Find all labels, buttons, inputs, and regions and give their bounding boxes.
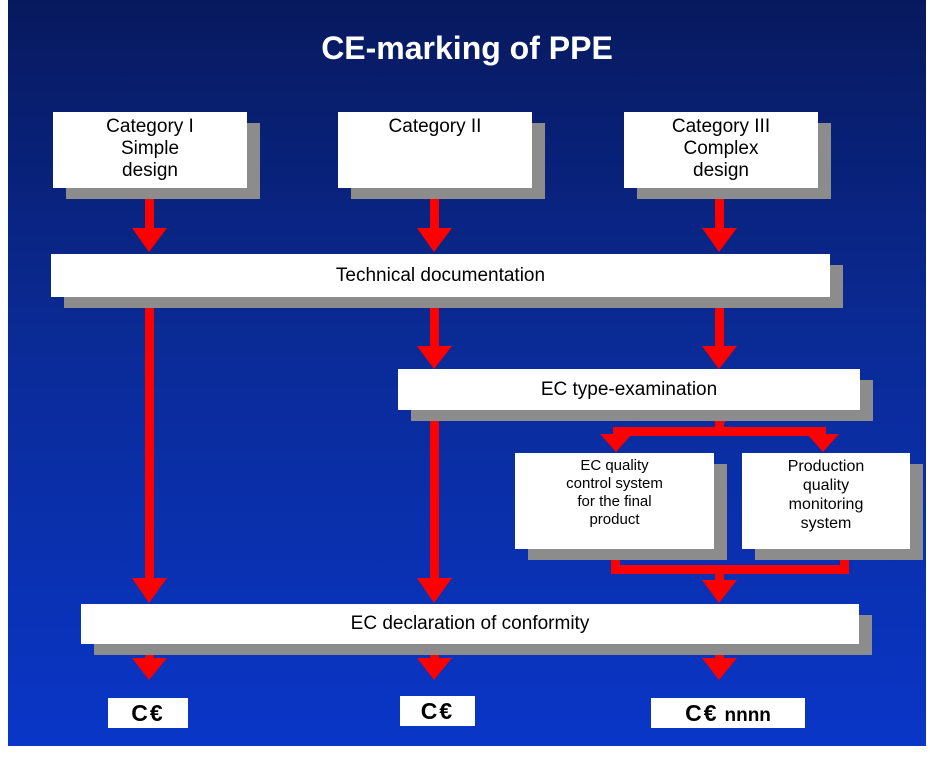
- arrow-techdoc-to-typeexam-cat2: [430, 296, 439, 346]
- branch-bar: [613, 427, 826, 436]
- ec-quality-control-box: EC quality control system for the final …: [515, 453, 714, 549]
- arrowhead-typeexam-declaration: [417, 578, 452, 603]
- arrow-declaration-to-mark3: [715, 643, 724, 659]
- arrowhead-cat3-techdoc: [702, 228, 737, 252]
- arrowhead-cat2-techdoc: [417, 228, 452, 252]
- arrowhead-cat1-techdoc: [132, 228, 167, 252]
- arrowhead-techdoc-typeexam-cat2: [417, 346, 452, 369]
- ce-mark-2: C€: [400, 696, 475, 726]
- arrowhead-mark2: [417, 658, 452, 680]
- arrow-declaration-to-mark1: [145, 643, 154, 659]
- merge-center-stem: [715, 565, 724, 581]
- production-quality-box: Production quality monitoring system: [742, 453, 910, 549]
- ce-mark-1: C€: [108, 698, 188, 728]
- page-title: CE-marking of PPE: [321, 30, 613, 66]
- arrow-cat3-to-techdoc: [715, 186, 724, 228]
- arrowhead-techdoc-typeexam-cat3: [702, 346, 737, 369]
- arrowhead-branch-right: [807, 434, 839, 452]
- arrowhead-mark1: [132, 658, 167, 680]
- ce-mark-3: C€nnnn: [651, 698, 805, 728]
- arrow-declaration-to-mark2: [430, 643, 439, 659]
- category-3-box: Category III Complex design: [624, 112, 818, 188]
- ce-mark-symbol: C€: [685, 700, 719, 726]
- arrowhead-techdoc-declaration-cat1: [132, 578, 167, 603]
- merge-bar: [611, 565, 849, 574]
- merge-right-stem: [840, 548, 849, 572]
- arrow-techdoc-to-typeexam-cat3: [715, 296, 724, 346]
- flow-arrows: [132, 186, 849, 680]
- arrow-typeexam-to-declaration: [430, 410, 439, 578]
- arrow-cat2-to-techdoc: [430, 186, 439, 228]
- merge-left-stem: [611, 548, 620, 572]
- category-1-box: Category I Simple design: [53, 112, 247, 188]
- arrowhead-merge-declaration: [702, 580, 737, 603]
- ce-mark-symbol: C€: [420, 698, 455, 724]
- arrow-techdoc-to-declaration-cat1: [145, 296, 154, 578]
- category-2-box: Category II: [338, 112, 532, 188]
- slide-background: CE-marking of PPE Category I Simple desi…: [8, 0, 926, 746]
- arrow-cat1-to-techdoc: [145, 186, 154, 228]
- ec-declaration-box: EC declaration of conformity: [81, 604, 859, 644]
- arrowhead-mark3: [702, 658, 737, 680]
- ec-type-examination-box: EC type-examination: [398, 369, 860, 410]
- notified-body-number: nnnn: [724, 705, 771, 726]
- technical-documentation-box: Technical documentation: [51, 254, 830, 297]
- ce-mark-symbol: C€: [131, 700, 165, 726]
- branch-stem: [715, 410, 724, 434]
- arrowhead-branch-left: [600, 434, 632, 452]
